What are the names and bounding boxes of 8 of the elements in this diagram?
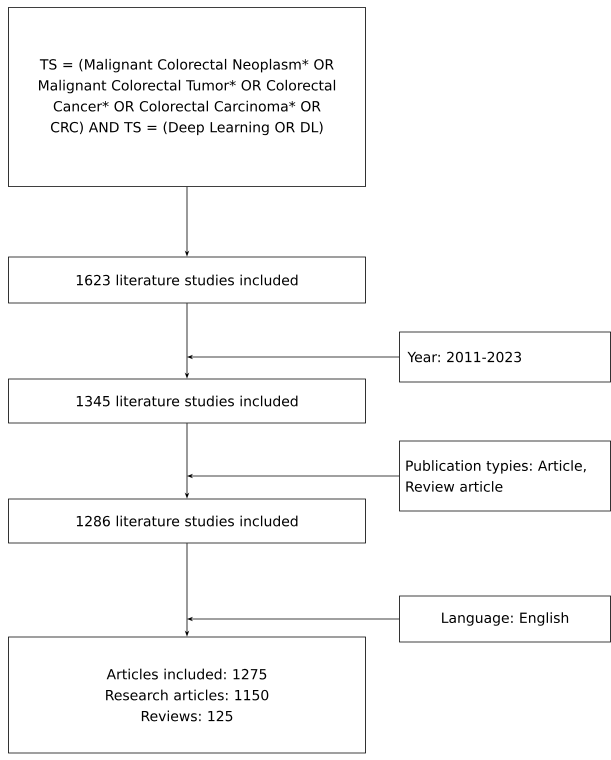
process-box: Year: 2011-2023 [399,332,611,382]
process-box: Articles included: 1275 Research articles: 1150 Reviews: 125 [8,636,366,754]
process-box: Language: English [399,596,611,642]
process-box: TS = (Malignant Colorectal Neoplasm* OR Malignant Colorectal Tumor* OR Colorectal Cancer* OR Colorectal Carcinoma* OR CRC) AND TS = (Deep Learning OR DL) [8,7,366,187]
process-box: 1286 literature studies included [8,498,366,544]
process-box: 1345 literature studies included [8,378,366,424]
process-box: 1623 literature studies included [8,256,366,304]
process-box: Publication typies: Article, Review article [399,440,611,512]
